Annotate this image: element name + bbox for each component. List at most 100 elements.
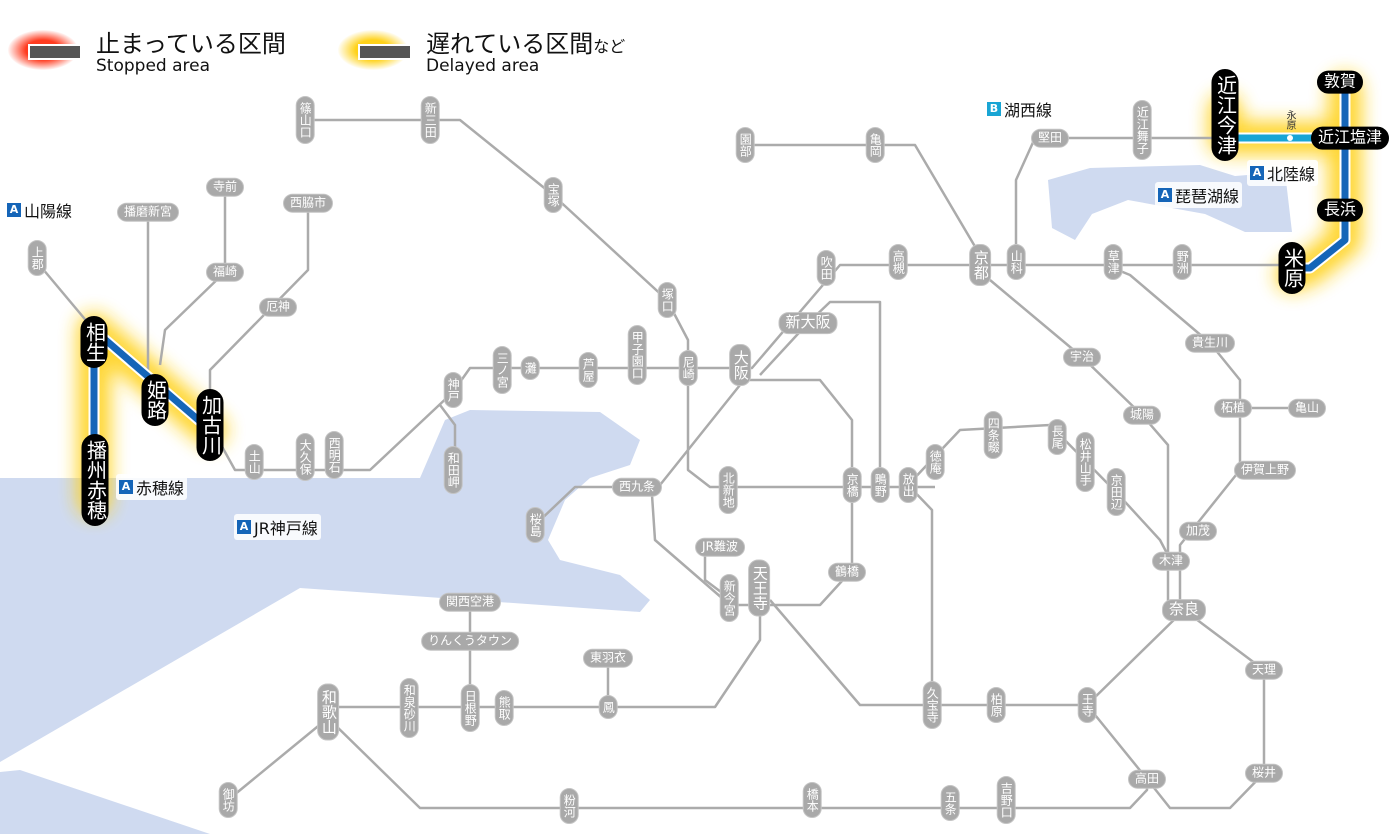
station[interactable]: 山科	[1006, 244, 1026, 280]
station[interactable]: 塚口	[657, 282, 677, 318]
station[interactable]: 宇治	[1062, 347, 1102, 367]
station[interactable]: 亀山	[1287, 398, 1327, 418]
station[interactable]: 長尾	[1047, 419, 1067, 455]
station[interactable]: 亀岡	[865, 127, 885, 163]
station[interactable]: 播磨新宮	[116, 202, 180, 222]
station[interactable]: 園部	[735, 127, 755, 163]
station[interactable]: 神戸	[443, 372, 463, 408]
station[interactable]: 高槻	[888, 244, 908, 280]
station[interactable]: 熊取	[494, 690, 514, 726]
station[interactable]: 柘植	[1213, 398, 1253, 418]
station[interactable]: 北新地	[718, 466, 738, 514]
affected-station[interactable]: 長浜	[1316, 198, 1364, 222]
rail-line	[1014, 136, 1225, 262]
station[interactable]: 桜井	[1244, 763, 1284, 783]
affected-station[interactable]: 近江塩津	[1310, 126, 1390, 150]
station[interactable]: 京田辺	[1106, 468, 1126, 516]
station[interactable]: 放出	[898, 467, 918, 503]
station[interactable]: 近江舞子	[1132, 100, 1152, 160]
station[interactable]: 吹田	[816, 250, 836, 286]
rail-line	[158, 195, 227, 366]
station[interactable]: 和歌山	[317, 683, 339, 741]
station[interactable]: 日根野	[460, 684, 480, 732]
minor-station[interactable]: 永原	[1284, 110, 1295, 130]
station[interactable]: 和田岬	[443, 446, 463, 494]
station[interactable]: 三ノ宮	[492, 346, 512, 394]
station[interactable]: 灘	[520, 356, 540, 380]
station[interactable]: 大阪	[729, 344, 751, 386]
station[interactable]: 鶴橋	[827, 562, 867, 582]
station[interactable]: 甲子園口	[627, 325, 647, 385]
station[interactable]: 宝塚	[543, 177, 563, 213]
station[interactable]: 西九条	[611, 477, 663, 497]
station[interactable]: 堅田	[1030, 128, 1070, 148]
affected-station[interactable]: 姫路	[141, 374, 169, 426]
station[interactable]: 徳庵	[925, 444, 945, 480]
station[interactable]: 大久保	[295, 433, 315, 481]
station[interactable]: 土山	[244, 444, 264, 480]
station[interactable]: 五条	[940, 785, 960, 821]
station[interactable]: 寺前	[205, 177, 245, 197]
station[interactable]: 天理	[1244, 660, 1284, 680]
affected-station[interactable]: 敦賀	[1316, 70, 1364, 94]
station[interactable]: 松井山手	[1075, 432, 1095, 492]
station-dot	[1287, 135, 1293, 141]
station[interactable]: 鳳	[598, 695, 618, 719]
legend-delayed-jp: 遅れている区間など	[426, 24, 625, 59]
station[interactable]: 伊賀上野	[1233, 460, 1297, 480]
station[interactable]: JR難波	[695, 537, 745, 557]
rail-line	[769, 599, 1185, 707]
station[interactable]: 王寺	[1077, 687, 1097, 723]
legend-stopped-jp: 止まっている区間	[96, 30, 286, 58]
rail-line	[328, 600, 762, 709]
station[interactable]: 京橋	[842, 467, 862, 503]
station[interactable]: 西脇市	[282, 193, 334, 213]
station[interactable]: 尼崎	[678, 350, 698, 386]
rail-line	[208, 366, 740, 472]
station[interactable]: 京都	[969, 244, 991, 286]
station[interactable]: 篠山口	[295, 96, 315, 144]
station[interactable]: 新三田	[420, 96, 440, 144]
station[interactable]: 関西空港	[438, 592, 502, 612]
station[interactable]: 桜島	[525, 507, 545, 543]
affected-station[interactable]: 近江今津	[1211, 69, 1239, 161]
line-badge: A	[237, 520, 251, 534]
station[interactable]: 加茂	[1178, 521, 1218, 541]
station[interactable]: 木津	[1151, 551, 1191, 571]
station[interactable]: 西明石	[324, 431, 344, 479]
station[interactable]: 奈良	[1161, 599, 1207, 621]
station[interactable]: 貴生川	[1184, 333, 1236, 353]
affected-station[interactable]: 相生	[80, 316, 108, 368]
station[interactable]: 福崎	[205, 262, 245, 282]
station[interactable]: 上郡	[27, 240, 47, 276]
station[interactable]: りんくうタウン	[421, 631, 519, 651]
station[interactable]: 新今宮	[719, 574, 739, 622]
station[interactable]: 御坊	[218, 782, 238, 818]
station[interactable]: 鴫野	[870, 467, 890, 503]
affected-station[interactable]: 加古川	[196, 389, 224, 461]
station[interactable]: 城陽	[1122, 405, 1162, 425]
station[interactable]: 東羽衣	[582, 648, 634, 668]
station[interactable]: 高田	[1127, 769, 1167, 789]
station[interactable]: 柏原	[986, 687, 1006, 723]
station[interactable]: 和泉砂川	[399, 678, 419, 738]
station[interactable]: 野洲	[1172, 244, 1192, 280]
affected-station[interactable]: 米原	[1278, 242, 1306, 294]
station[interactable]: 芦屋	[578, 352, 598, 388]
station[interactable]: 天王寺	[748, 559, 770, 617]
station[interactable]: 草津	[1103, 244, 1123, 280]
station[interactable]: 吉野口	[996, 776, 1016, 824]
station[interactable]: 四条畷	[983, 411, 1003, 459]
station[interactable]: 粉河	[559, 788, 579, 824]
station[interactable]: 橋本	[802, 782, 822, 818]
station[interactable]: 厄神	[258, 297, 298, 317]
affected-station[interactable]: 播州赤穂	[81, 434, 109, 526]
station[interactable]: 久宝寺	[922, 681, 942, 729]
station[interactable]: 新大阪	[778, 312, 838, 334]
